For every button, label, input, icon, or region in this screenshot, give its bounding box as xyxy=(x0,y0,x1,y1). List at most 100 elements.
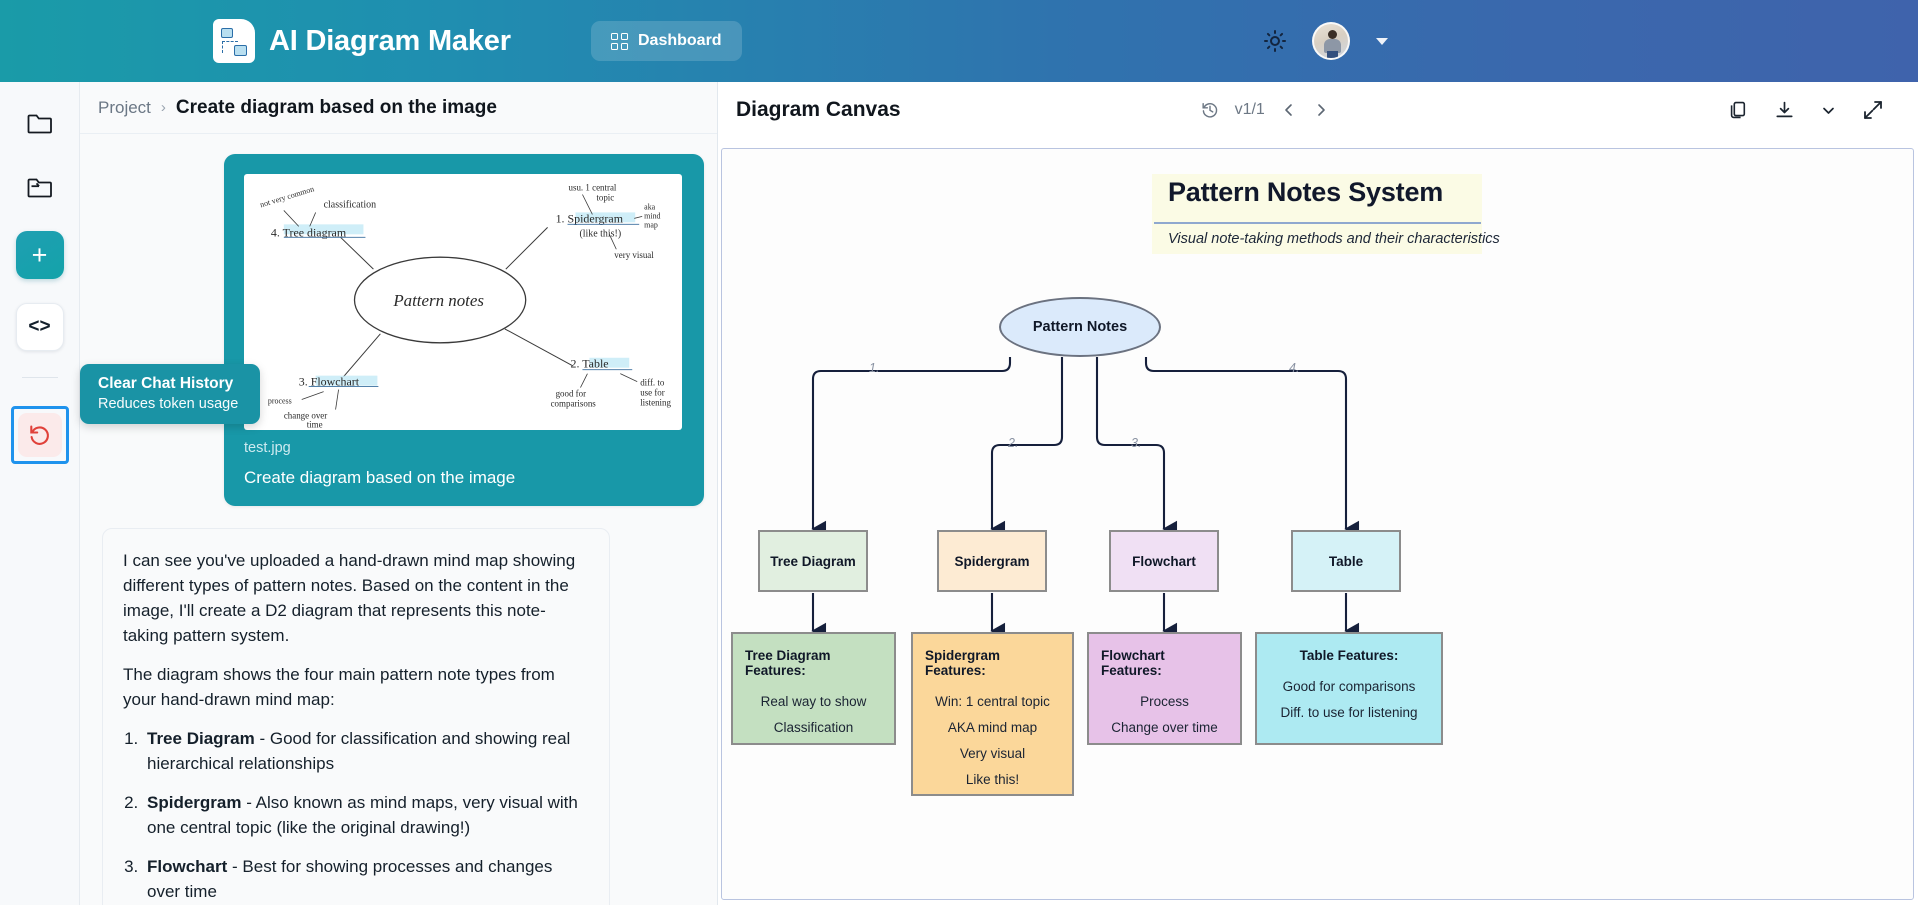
svg-text:listening: listening xyxy=(640,398,671,408)
assistant-list: Tree Diagram - Good for classification a… xyxy=(143,727,587,905)
svg-text:map: map xyxy=(644,220,658,229)
handdrawn-mindmap-sketch: Pattern notes 4. Tree diagram not very c… xyxy=(259,183,672,430)
canvas-actions xyxy=(1728,99,1884,121)
svg-text:classification: classification xyxy=(324,199,376,210)
assistant-message: I can see you've uploaded a hand-drawn m… xyxy=(102,528,610,905)
download-chevron-down-icon[interactable] xyxy=(1821,103,1836,118)
edge-label-1: 1. xyxy=(869,361,880,375)
list-item: Tree Diagram - Good for classification a… xyxy=(143,727,587,777)
clear-chat-history-button[interactable] xyxy=(17,413,62,457)
svg-text:comparisons: comparisons xyxy=(551,399,597,409)
plus-icon: + xyxy=(31,239,48,270)
feature-line: Diff. to use for listening xyxy=(1280,705,1418,720)
diagram-node-table[interactable]: Table xyxy=(1291,530,1401,592)
feature-line: Like this! xyxy=(965,772,1020,787)
list-item: Flowchart - Best for showing processes a… xyxy=(143,855,587,905)
feature-line: Classification xyxy=(773,720,854,735)
chevron-right-icon[interactable] xyxy=(1313,102,1329,118)
diagram-connectors xyxy=(811,357,1360,640)
new-diagram-button[interactable]: + xyxy=(15,231,64,279)
copy-icon[interactable] xyxy=(1728,100,1748,120)
diagram-node-root[interactable]: Pattern Notes xyxy=(999,297,1161,357)
edge-label-4: 4. xyxy=(1289,361,1300,375)
svg-text:change over: change over xyxy=(284,410,327,420)
svg-text:diff. to: diff. to xyxy=(640,378,665,388)
feature-line: Win: 1 central topic xyxy=(935,694,1050,709)
avatar[interactable] xyxy=(1312,22,1350,60)
expand-fullscreen-icon[interactable] xyxy=(1862,99,1884,121)
svg-text:use for: use for xyxy=(640,388,665,398)
diagram-title-background xyxy=(1152,174,1482,254)
history-clock-icon[interactable] xyxy=(1201,101,1219,119)
app-header: AI Diagram Maker Dashboard xyxy=(0,0,1918,82)
list-item-desc: - Best for showing processes and changes… xyxy=(147,856,553,901)
diagram-node-table-features[interactable]: Table Features: Good for comparisons Dif… xyxy=(1255,632,1443,745)
diagram-node-tree-diagram-features[interactable]: Tree Diagram Features: Real way to show … xyxy=(731,632,896,745)
code-view-button[interactable]: <> xyxy=(15,303,64,351)
svg-text:good for: good for xyxy=(556,389,587,399)
folder-open-icon[interactable] xyxy=(18,167,62,207)
diagram-subtitle: Visual note-taking methods and their cha… xyxy=(1168,231,1500,247)
breadcrumb-project[interactable]: Project xyxy=(98,97,151,117)
breadcrumb: Project › Create diagram based on the im… xyxy=(80,82,717,134)
diagram-node-spidergram-features[interactable]: Spidergram Features: Win: 1 central topi… xyxy=(911,632,1074,796)
svg-text:topic: topic xyxy=(596,192,614,202)
svg-text:aka: aka xyxy=(644,202,656,211)
svg-text:usu. 1 central: usu. 1 central xyxy=(569,183,617,193)
feature-heading: Table Features: xyxy=(1299,648,1399,663)
chevron-left-icon[interactable] xyxy=(1281,102,1297,118)
diagram: Pattern Notes System Visual note-taking … xyxy=(722,149,1913,899)
svg-text:1. Spidergram: 1. Spidergram xyxy=(556,211,624,225)
feature-line: Process xyxy=(1140,694,1189,709)
svg-text:3. Flowchart: 3. Flowchart xyxy=(299,375,360,389)
sun-icon[interactable] xyxy=(1264,30,1286,52)
chat-thread: Pattern notes 4. Tree diagram not very c… xyxy=(80,134,717,905)
dashboard-button[interactable]: Dashboard xyxy=(591,21,742,61)
page-title: Create diagram based on the image xyxy=(175,96,497,118)
attachment-thumbnail[interactable]: Pattern notes 4. Tree diagram not very c… xyxy=(244,174,682,430)
diagram-node-spidergram[interactable]: Spidergram xyxy=(937,530,1047,592)
version-controls: v1/1 xyxy=(1201,101,1329,119)
canvas-title: Diagram Canvas xyxy=(736,98,901,121)
grid-icon xyxy=(611,32,628,50)
clear-chat-focus-ring xyxy=(10,406,69,464)
feature-line: Real way to show xyxy=(760,694,867,709)
diagram-title: Pattern Notes System xyxy=(1168,177,1444,207)
list-item-term: Flowchart xyxy=(147,856,228,876)
list-item-desc: - Good for classification and showing re… xyxy=(147,728,571,773)
diagram-canvas-stage[interactable]: Pattern Notes System Visual note-taking … xyxy=(721,148,1914,900)
undo-history-icon xyxy=(29,425,49,445)
svg-text:very visual: very visual xyxy=(614,250,654,260)
svg-text:not very common: not very common xyxy=(259,184,315,209)
code-icon: <> xyxy=(28,316,51,337)
download-icon[interactable] xyxy=(1774,100,1795,121)
user-message: Pattern notes 4. Tree diagram not very c… xyxy=(224,154,704,506)
diagram-title-rule xyxy=(1154,222,1481,224)
svg-text:2. Table: 2. Table xyxy=(571,357,609,371)
tooltip-title: Clear Chat History xyxy=(98,375,234,392)
header-actions xyxy=(1264,22,1388,60)
feature-line: AKA mind map xyxy=(947,720,1038,735)
list-item-desc: - Also known as mind maps, very visual w… xyxy=(147,792,578,837)
diagram-node-flowchart[interactable]: Flowchart xyxy=(1109,530,1219,592)
clear-chat-tooltip: Clear Chat History Reduces token usage xyxy=(80,364,260,425)
list-item: Spidergram - Also known as mind maps, ve… xyxy=(143,791,587,841)
tooltip-subtitle: Reduces token usage xyxy=(98,396,239,413)
diagram-document-icon xyxy=(213,19,255,63)
feature-line: Good for comparisons xyxy=(1282,679,1416,694)
edge-label-3: 3. xyxy=(1131,436,1142,450)
feature-heading: Flowchart Features: xyxy=(1101,648,1165,678)
attachment-filename: test.jpg xyxy=(244,440,291,456)
feature-heading: Tree Diagram Features: xyxy=(745,648,831,678)
diagram-node-flowchart-features[interactable]: Flowchart Features: Process Change over … xyxy=(1087,632,1242,745)
app-title: AI Diagram Maker xyxy=(269,24,511,57)
canvas-toolbar: Diagram Canvas v1/1 xyxy=(718,82,1918,138)
version-label: v1/1 xyxy=(1234,101,1265,118)
folder-icon[interactable] xyxy=(18,103,62,143)
feature-line: Very visual xyxy=(959,746,1026,761)
chevron-down-icon[interactable] xyxy=(1376,37,1388,45)
diagram-node-tree-diagram[interactable]: Tree Diagram xyxy=(758,530,868,592)
left-rail: + <> xyxy=(0,82,80,905)
list-item-term: Spidergram xyxy=(147,792,242,812)
assistant-paragraph-1: I can see you've uploaded a hand-drawn m… xyxy=(123,551,576,645)
